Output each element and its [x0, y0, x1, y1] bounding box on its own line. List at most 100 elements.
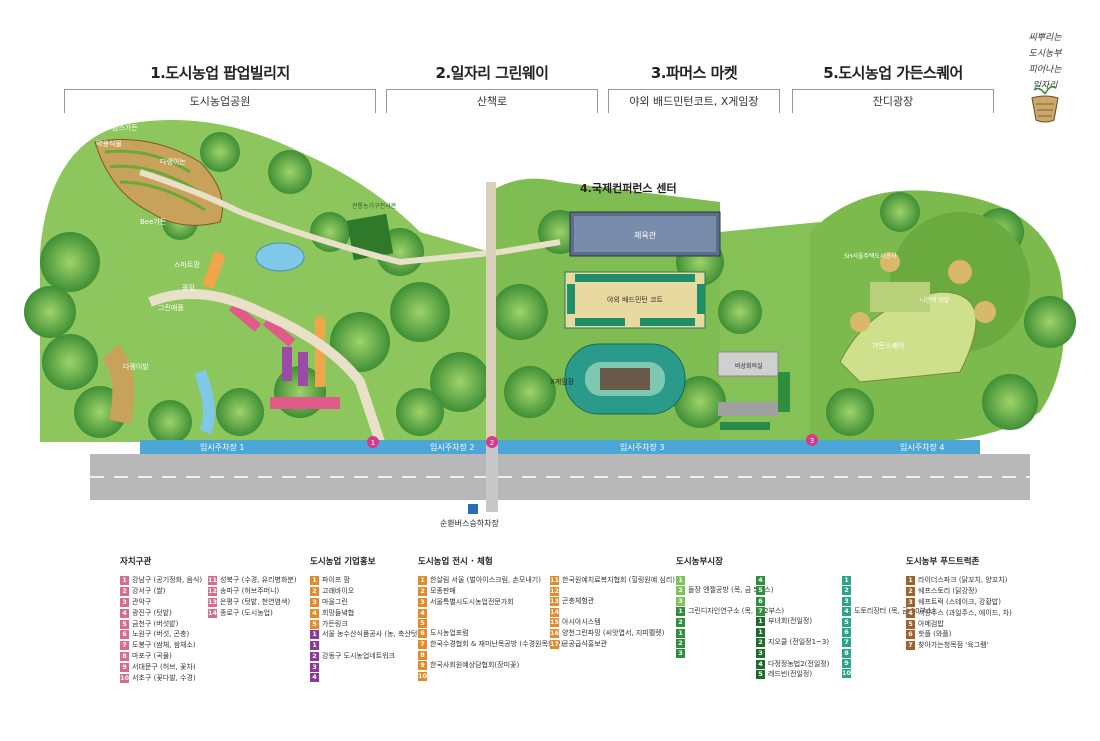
label-green-apple: 그린애플 — [158, 303, 184, 312]
legend-item-label: 돌장 엔젤공방 (목, 금 5부스) — [688, 586, 774, 595]
legend-item: 1 — [676, 576, 756, 585]
round-garden-3 — [974, 301, 996, 323]
label-farms-garden: 팜스가든 — [112, 123, 138, 132]
legend-item: 8 — [418, 651, 548, 661]
legend-number-badge: 3 — [676, 597, 685, 607]
market-area — [720, 222, 820, 442]
legend-item: 1 — [756, 628, 836, 638]
legend-number-badge: 17 — [550, 640, 560, 650]
legend-item: 9 — [842, 658, 902, 668]
label-smart-farm: 스마트팜 — [174, 260, 200, 269]
section-farmers-market: 3.파머스 마켓 야외 배드민턴코트, X게임장 — [608, 62, 780, 113]
legend-number-badge: 3 — [906, 597, 915, 607]
legend-title: 도시농부 푸드트럭존 — [906, 557, 980, 567]
legend-number-badge: 16 — [550, 629, 560, 639]
legend-item-label: 공공급식홍보관 — [562, 640, 608, 649]
gate-1-label: 1 — [371, 439, 375, 447]
legend-item-label: 성북구 (수경, 유리병화분) — [220, 576, 297, 584]
legend-number-badge: 1 — [906, 576, 915, 585]
svg-text:일자리: 일자리 — [1033, 80, 1059, 91]
legend-number-badge: 2 — [310, 586, 319, 596]
legend-item-label: 도시농업포럼 — [430, 629, 469, 638]
label-garden-square: 가든스퀘어 — [872, 341, 904, 350]
legend-number-badge: 4 — [906, 608, 915, 618]
legend-number-badge: 1 — [310, 630, 319, 640]
legend-item-label: 서울특별시도시농업전문가회 — [430, 597, 514, 606]
legend-number-badge: 1 — [676, 607, 685, 617]
gate-3-label: 3 — [810, 437, 814, 445]
legend-item: 7 — [842, 638, 902, 648]
legend-item: 3 — [676, 649, 756, 659]
event-logo: 씨뿌리는 도시농부 피어나는 일자리 — [1028, 32, 1062, 123]
legend-item-label: 은평구 (텃밭, 천연염색) — [220, 597, 291, 606]
legend-number-badge: 3 — [120, 597, 129, 607]
legend-title: 도시농업 전시 · 체험 — [418, 557, 493, 567]
park-path — [148, 289, 385, 444]
legend-item-label: 고래바이오 — [322, 586, 355, 595]
legend-number-badge: 3 — [676, 649, 685, 659]
legend-item-label: 관악구 — [132, 597, 152, 606]
legend-item: 12 — [550, 586, 670, 596]
section-title: 3.파머스 마켓 — [650, 64, 738, 82]
legend-item: 10 — [418, 672, 548, 682]
legend-number-badge: 10 — [418, 672, 428, 682]
bus-stop-label: 순환버스승하차장 — [440, 518, 500, 528]
legend-number-badge: 2 — [310, 651, 319, 661]
legend-number-badge: 5 — [842, 617, 851, 627]
legend-item: 2 — [842, 586, 902, 596]
legend-item-label: 핫플 (와플) — [918, 630, 952, 639]
legend-number-badge: 5 — [756, 670, 765, 680]
legend-number-badge: 2 — [842, 586, 851, 596]
section-subtitle: 도시농업공원 — [64, 89, 376, 113]
label-terrace-field: 다랭이밭 — [123, 362, 149, 371]
legend-item-label: 라이더스파크 (닭꼬치, 양꼬치) — [918, 576, 1008, 584]
legend-number-badge: 8 — [418, 651, 427, 661]
gate-2-label: 2 — [490, 439, 494, 447]
legend-item: 5 — [842, 617, 902, 627]
legend-item: 1 — [842, 576, 902, 585]
legend-number-badge: 4 — [756, 576, 765, 585]
legend-number-badge: 6 — [418, 629, 427, 639]
svg-text:피어나는: 피어나는 — [1028, 64, 1062, 75]
festival-map: 체육관 야외 배드민턴 코트 임시주차장 1 임시주차장 2 임시주차장 3 임… — [24, 120, 1076, 528]
legend-item-label: 그린디자인연구소 (목, 금 2부스) — [688, 607, 785, 616]
legend-number-badge: 5 — [418, 618, 427, 628]
round-garden-4 — [850, 312, 870, 332]
legend-item: 1 — [676, 628, 756, 638]
section-subtitle: 야외 배드민턴코트, X게임장 — [608, 89, 780, 113]
legend-number-badge: 2 — [676, 586, 685, 596]
pond — [255, 242, 305, 272]
legend-item-label: 금천구 (버섯밭) — [132, 619, 179, 628]
legend-number-badge: 7 — [418, 640, 427, 650]
legend-number-badge: 13 — [550, 597, 560, 607]
legend-number-badge: 11 — [550, 576, 560, 585]
legend-number-badge: 7 — [906, 641, 915, 651]
section-subtitle: 잔디광장 — [792, 89, 994, 113]
legend-item-label: 부녀회(전일정) — [768, 617, 813, 626]
label-bee-garden: Bee가든 — [140, 217, 167, 226]
legend-item: 5 — [756, 586, 836, 596]
legend-number-badge: 4 — [842, 606, 851, 616]
